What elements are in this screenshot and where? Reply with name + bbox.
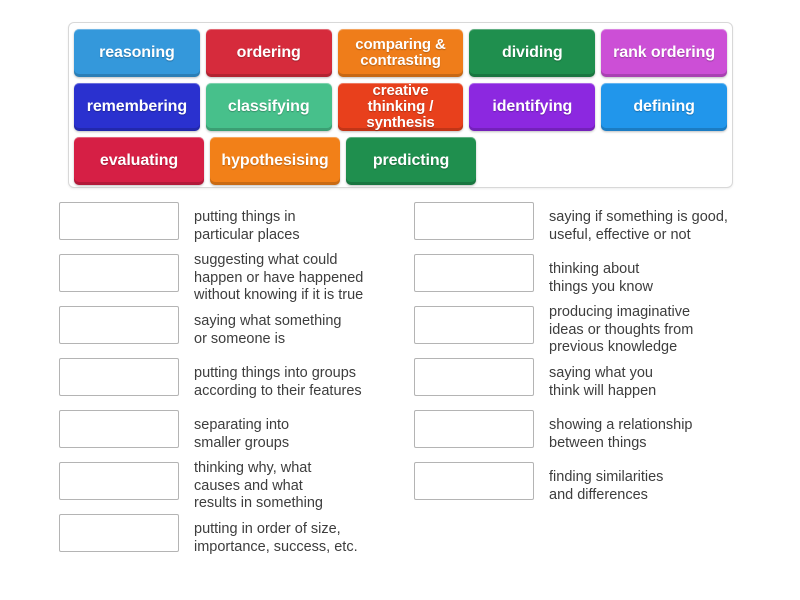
answer-dropzone[interactable] — [414, 358, 534, 396]
answer-row: producing imaginative ideas or thoughts … — [414, 304, 759, 356]
word-tile[interactable]: defining — [601, 83, 727, 131]
answer-dropzone[interactable] — [59, 462, 179, 500]
word-tile[interactable]: evaluating — [74, 137, 204, 185]
answer-row: showing a relationship between things — [414, 408, 759, 460]
word-tile[interactable]: reasoning — [74, 29, 200, 77]
answer-definition-text: putting in order of size, importance, su… — [194, 521, 358, 555]
answer-dropzone[interactable] — [59, 306, 179, 344]
word-tile[interactable]: identifying — [469, 83, 596, 131]
answer-dropzone[interactable] — [59, 358, 179, 396]
answer-definition-text: suggesting what could happen or have hap… — [194, 252, 364, 303]
answer-definition-text: thinking about things you know — [549, 261, 653, 295]
answer-definition-text: separating into smaller groups — [194, 417, 290, 451]
answer-definition-text: putting things in particular places — [194, 209, 300, 243]
answer-row: finding similarities and differences — [414, 460, 759, 512]
answer-row: separating into smaller groups — [59, 408, 404, 460]
answer-row: thinking about things you know — [414, 252, 759, 304]
answer-dropzone[interactable] — [414, 410, 534, 448]
answer-definition-text: thinking why, what causes and what resul… — [194, 460, 323, 511]
word-tile[interactable]: predicting — [346, 137, 476, 185]
answers-column-left: putting things in particular places sugge… — [59, 200, 404, 564]
answer-definition-text: putting things into groups according to … — [194, 365, 362, 399]
answer-row: thinking why, what causes and what resul… — [59, 460, 404, 512]
answer-definition-text: producing imaginative ideas or thoughts … — [549, 304, 694, 355]
answer-definition-text: saying if something is good, useful, eff… — [549, 209, 728, 243]
answer-row: suggesting what could happen or have hap… — [59, 252, 404, 304]
answer-row: putting things in particular places — [59, 200, 404, 252]
answer-dropzone[interactable] — [414, 202, 534, 240]
answer-definition-text: saying what you think will happen — [549, 365, 657, 399]
answer-dropzone[interactable] — [59, 202, 179, 240]
answer-dropzone[interactable] — [414, 462, 534, 500]
answer-row: saying what you think will happen — [414, 356, 759, 408]
answer-dropzone[interactable] — [59, 254, 179, 292]
answer-definition-text: finding similarities and differences — [549, 469, 664, 503]
word-tile[interactable]: hypothesising — [210, 137, 340, 185]
answer-definition-text: saying what something or someone is — [194, 313, 342, 347]
word-tile[interactable]: dividing — [469, 29, 596, 77]
answer-definition-text: showing a relationship between things — [549, 417, 693, 451]
answer-dropzone[interactable] — [59, 410, 179, 448]
word-tile[interactable]: remembering — [74, 83, 200, 131]
answer-row: putting things into groups according to … — [59, 356, 404, 408]
word-tile[interactable]: classifying — [205, 83, 332, 131]
word-tile[interactable]: creative thinking / synthesis — [337, 83, 464, 131]
word-tile[interactable]: ordering — [205, 29, 332, 77]
word-tile[interactable]: comparing & contrasting — [337, 29, 464, 77]
answer-row: saying if something is good, useful, eff… — [414, 200, 759, 252]
answer-dropzone[interactable] — [59, 514, 179, 552]
answers-column-right: saying if something is good, useful, eff… — [414, 200, 759, 512]
answer-row: saying what something or someone is — [59, 304, 404, 356]
answer-dropzone[interactable] — [414, 254, 534, 292]
answer-dropzone[interactable] — [414, 306, 534, 344]
answer-row: putting in order of size, importance, su… — [59, 512, 404, 564]
word-tile[interactable]: rank ordering — [601, 29, 727, 77]
